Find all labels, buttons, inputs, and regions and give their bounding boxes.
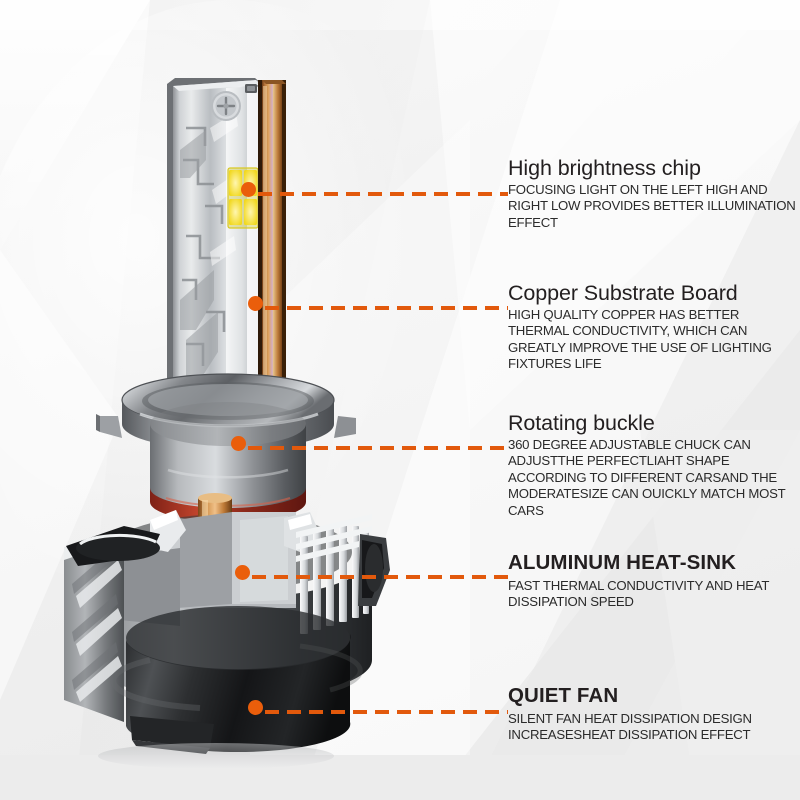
callout-title: Copper Substrate Board [508,281,738,305]
callout-body: 360 DEGREE ADJUSTABLE CHUCK CAN ADJUSTTH… [508,437,786,518]
leader-line-high-brightness-chip [258,192,508,196]
callout-title: ALUMINUM HEAT-SINK [508,551,737,574]
callout-aluminum-heat-sink: ALUMINUM HEAT-SINK FAST THERMAL CONDUCTI… [508,550,796,611]
callout-rotating-buckle: Rotating buckle 360 DEGREE ADJUSTABLE CH… [508,411,796,519]
callout-body: HIGH QUALITY COPPER HAS BETTER THERMAL C… [508,307,772,372]
callout-title: QUIET FAN [508,684,619,707]
leader-line-rotating-buckle [248,446,508,450]
leader-dot-rotating-buckle [231,436,246,451]
callout-body: FOCUSING LIGHT ON THE LEFT HIGH AND RIGH… [508,182,796,230]
leader-dot-high-brightness-chip [241,182,256,197]
callout-copper-substrate-board: Copper Substrate Board HIGH QUALITY COPP… [508,281,796,373]
leader-line-copper-substrate-board [265,306,508,310]
callout-title: High brightness chip [508,156,701,180]
leader-line-aluminum-heat-sink [252,575,508,579]
callout-high-brightness-chip: High brightness chip FOCUSING LIGHT ON T… [508,156,796,231]
callout-body: SILENT FAN HEAT DISSIPATION DESIGN INCRE… [508,711,752,743]
leader-dot-aluminum-heat-sink [235,565,250,580]
callout-body: FAST THERMAL CONDUCTIVITY AND HEAT DISSI… [508,578,769,610]
leader-dot-quiet-fan [248,700,263,715]
callout-quiet-fan: QUIET FAN SILENT FAN HEAT DISSIPATION DE… [508,683,796,744]
leader-dot-copper-substrate-board [248,296,263,311]
leader-line-quiet-fan [265,710,508,714]
callout-title: Rotating buckle [508,411,655,435]
